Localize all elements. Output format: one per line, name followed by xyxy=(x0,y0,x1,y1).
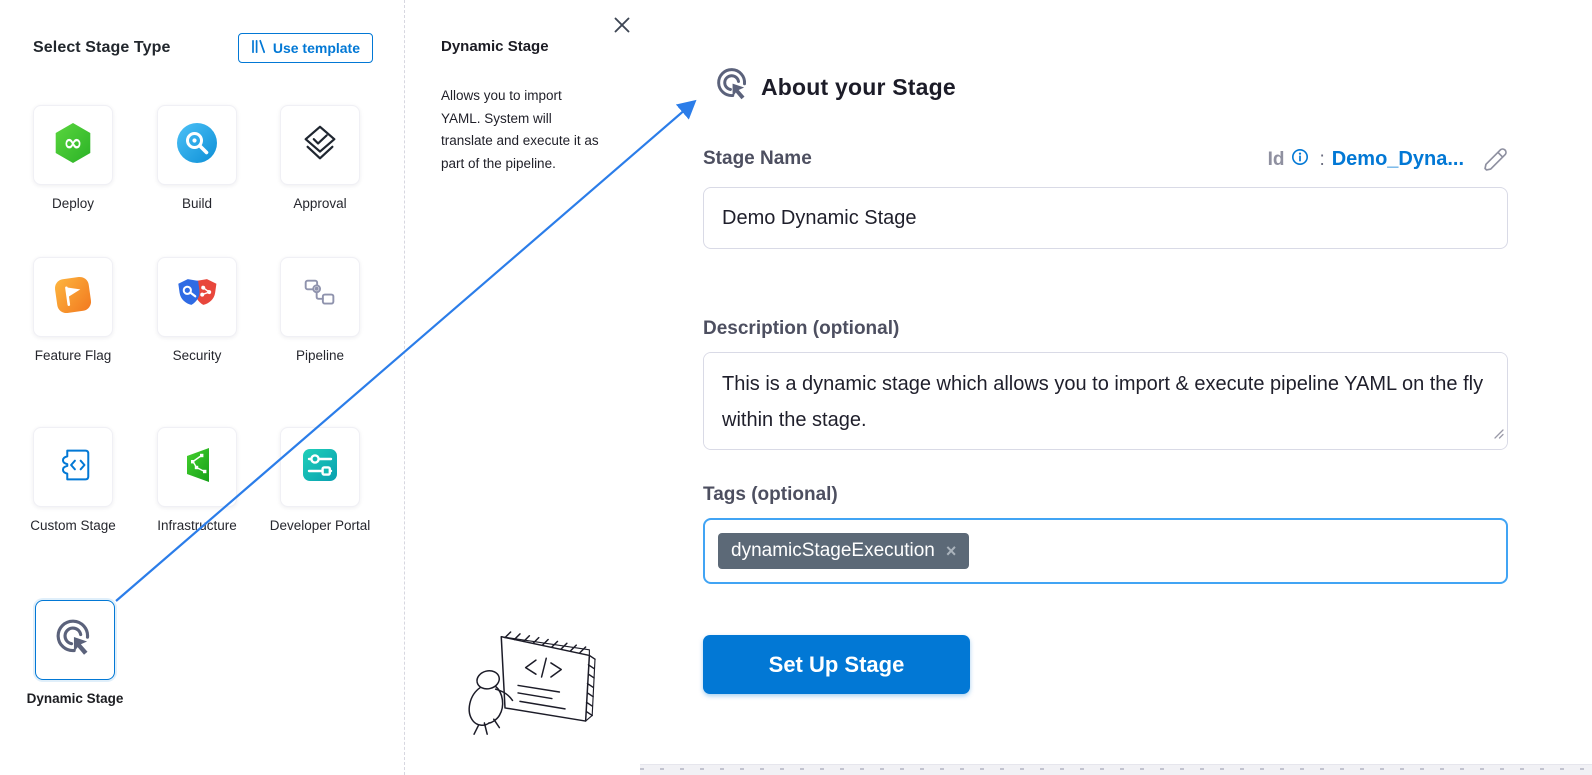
pipeline-canvas-edge xyxy=(640,764,1592,775)
stage-name-input[interactable] xyxy=(703,187,1508,249)
stage-info-title: Dynamic Stage xyxy=(441,38,549,55)
custom-stage-icon xyxy=(52,444,94,491)
stage-type-build[interactable]: Build xyxy=(132,105,262,212)
stage-type-feature-flag[interactable]: Feature Flag xyxy=(8,257,138,364)
pencil-icon[interactable] xyxy=(1481,146,1508,173)
description-label: Description (optional) xyxy=(703,318,900,339)
description-textarea[interactable]: This is a dynamic stage which allows you… xyxy=(703,352,1508,450)
id-separator: : xyxy=(1319,148,1325,170)
resize-handle-icon[interactable] xyxy=(1492,426,1504,444)
stage-type-panel: Select Stage Type Use template xyxy=(0,0,405,775)
close-icon[interactable] xyxy=(612,16,632,36)
presenter-illustration xyxy=(460,618,610,771)
stage-name-label: Stage Name xyxy=(703,148,812,169)
feature-flag-icon xyxy=(51,273,95,322)
developer-portal-icon xyxy=(298,443,342,492)
id-label: Id xyxy=(1267,148,1285,170)
tags-label: Tags (optional) xyxy=(703,484,838,505)
security-icon xyxy=(175,273,219,322)
info-icon[interactable] xyxy=(1291,148,1309,171)
stage-type-security[interactable]: Security xyxy=(132,257,262,364)
approval-icon xyxy=(299,122,341,169)
tag-chip: dynamicStageExecution × xyxy=(718,533,970,569)
tags-input[interactable]: dynamicStageExecution × xyxy=(703,518,1508,584)
set-up-stage-button[interactable]: Set Up Stage xyxy=(703,635,970,694)
stage-type-approval[interactable]: Approval xyxy=(255,105,385,212)
select-stage-type-title: Select Stage Type xyxy=(33,39,171,56)
dynamic-stage-icon xyxy=(715,66,752,108)
ci-build-icon xyxy=(175,121,219,170)
tag-chip-text: dynamicStageExecution xyxy=(731,540,935,561)
about-stage-heading: About your Stage xyxy=(761,73,956,100)
tag-remove-icon[interactable]: × xyxy=(945,541,957,561)
infrastructure-icon xyxy=(175,443,219,492)
stage-type-deploy[interactable]: ∞ Deploy xyxy=(8,105,138,212)
svg-text:∞: ∞ xyxy=(63,130,82,156)
id-value-link[interactable]: Demo_Dyna... xyxy=(1331,148,1464,170)
stage-type-developer-portal[interactable]: Developer Portal xyxy=(255,427,385,534)
stage-info-description: Allows you to import YAML. System will t… xyxy=(441,88,599,171)
stage-type-infrastructure[interactable]: Infrastructure xyxy=(132,427,262,534)
stage-type-custom[interactable]: Custom Stage xyxy=(8,427,138,534)
about-stage-panel: About your Stage Stage Name Id : Demo_Dy… xyxy=(640,0,1592,775)
stage-type-dynamic[interactable]: Dynamic Stage xyxy=(10,600,140,707)
dynamic-stage-icon xyxy=(54,617,96,664)
stage-type-pipeline[interactable]: Pipeline xyxy=(255,257,385,364)
stage-info-panel: Dynamic Stage Allows you to import YAML.… xyxy=(405,0,640,775)
stage-identifier: Id : Demo_Dyna... xyxy=(1268,146,1508,173)
template-library-icon xyxy=(251,39,266,57)
pipeline-icon xyxy=(299,274,341,321)
cd-deploy-icon: ∞ xyxy=(51,121,95,170)
use-template-button[interactable]: Use template xyxy=(237,33,373,63)
